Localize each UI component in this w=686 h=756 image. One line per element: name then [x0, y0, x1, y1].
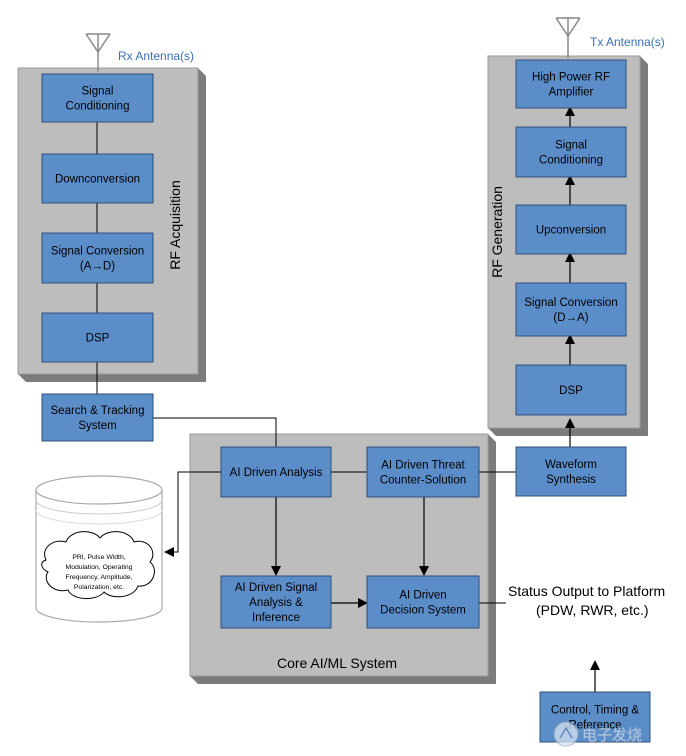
status-output-line-1: Status Output to Platform: [508, 583, 665, 599]
search-tracking-block-line-2: System: [78, 420, 116, 432]
control-timing-reference-block-line-1: Control, Timing &: [551, 705, 640, 717]
waveform-synthesis-block-line-1: Waveform: [545, 459, 597, 471]
ai-driven-analysis-block: AI Driven Analysis: [220, 446, 332, 498]
rx-signal-conversion-block: Signal Conversion (A→D): [41, 232, 154, 284]
rx-signal-conditioning-block-line-2: Conditioning: [66, 101, 130, 113]
rx-dsp-block-line-1: DSP: [86, 333, 110, 345]
rx-signal-conversion-block-rect: [41, 232, 154, 284]
cloud-line-2: Modulation, Operating: [66, 564, 133, 571]
tx-signal-conditioning-block-rect: [515, 126, 627, 178]
tx-dsp-block-rect: [515, 364, 627, 416]
database-cloud-icon: [41, 531, 155, 599]
search-to-analysis-connector: [153, 417, 277, 447]
tx-signal-conversion-block-line-2: (D→A): [553, 312, 588, 324]
search-tracking-block-line-1: Search & Tracking: [51, 405, 145, 417]
tx-high-power-amplifier-block-line-2: Amplifier: [549, 87, 594, 99]
status-output-line-2: (PDW, RWR, etc.): [536, 602, 649, 618]
tx-dsp-block-line-1: DSP: [559, 385, 583, 397]
waveform-synthesis-block-line-2: Synthesis: [546, 474, 596, 486]
tx-signal-conditioning-block-line-1: Signal: [555, 140, 587, 152]
ai-signal-analysis-block-line-2: Analysis &: [249, 597, 303, 609]
rx-downconversion-block-line-1: Downconversion: [55, 174, 140, 186]
cloud-line-4: Polarization, etc.: [74, 584, 124, 591]
ai-decision-system-block-line-1: AI Driven: [399, 590, 446, 602]
tx-signal-conversion-block-line-1: Signal Conversion: [524, 297, 617, 309]
tx-antenna-label: Tx Antenna(s): [590, 35, 665, 49]
ai-signal-analysis-block-rect: [220, 575, 332, 629]
watermark-logo: 电子发烧: [553, 721, 642, 747]
rx-downconversion-block-rect: [41, 153, 154, 204]
rx-dsp-block-rect: [41, 312, 154, 363]
tx-upconversion-block: Upconversion: [515, 204, 627, 255]
rx-signal-conversion-block-line-2: (A→D): [80, 261, 115, 273]
rx-signal-conversion-block-line-1: Signal Conversion: [51, 246, 144, 258]
control-timing-reference-block-line-2: Reference: [568, 720, 621, 732]
tx-upconversion-block-rect: [515, 204, 627, 255]
tx-high-power-amplifier-block-line-1: High Power RF: [532, 72, 610, 84]
rf-acquisition-title: RF Acquisition: [167, 180, 183, 269]
tx-dsp-block: DSP: [515, 364, 627, 416]
ai-signal-analysis-block-line-3: Inference: [252, 612, 300, 624]
ai-threat-counter-solution-block-line-2: Counter-Solution: [380, 475, 466, 487]
rx-signal-conditioning-block-line-1: Signal: [82, 86, 114, 98]
ai-decision-system-block-rect: [366, 575, 480, 629]
tx-high-power-amplifier-block-rect: [515, 59, 627, 109]
ai-signal-analysis-block-line-1: AI Driven Signal: [235, 582, 317, 594]
rx-antenna-label: Rx Antenna(s): [118, 49, 194, 63]
tx-upconversion-block-line-1: Upconversion: [536, 225, 606, 237]
watermark-text: 电子发烧: [582, 727, 642, 744]
cloud-line-3: Frequency, Amplitude,: [65, 574, 132, 581]
tx-antenna-icon: [555, 17, 581, 58]
waveform-synthesis-block-rect: [515, 446, 627, 497]
core-ai-ml-title: Core AI/ML System: [277, 655, 397, 671]
tx-signal-conditioning-block-line-2: Conditioning: [539, 155, 603, 167]
tx-signal-conversion-block-rect: [515, 282, 627, 337]
rx-antenna-icon: [85, 33, 111, 72]
ai-decision-system-block-line-2: Decision System: [380, 605, 466, 617]
rx-dsp-block: DSP: [41, 312, 154, 363]
rx-signal-conditioning-block-rect: [41, 73, 154, 123]
ai-threat-counter-solution-block-rect: [366, 446, 480, 498]
tx-high-power-amplifier-block: High Power RF Amplifier: [515, 59, 627, 109]
rx-downconversion-block: Downconversion: [41, 153, 154, 204]
tx-signal-conversion-block: Signal Conversion (D→A): [515, 282, 627, 337]
ai-driven-analysis-block-line-1: AI Driven Analysis: [230, 467, 323, 479]
rf-generation-title: RF Generation: [489, 186, 505, 278]
analysis-to-database-arrow: [164, 471, 221, 557]
ai-threat-counter-solution-block-line-1: AI Driven Threat: [381, 460, 465, 472]
cloud-line-1: PRI, Pulse Width,: [72, 554, 125, 561]
ai-driven-analysis-block-rect: [220, 446, 332, 498]
search-tracking-block-rect: [41, 393, 154, 442]
